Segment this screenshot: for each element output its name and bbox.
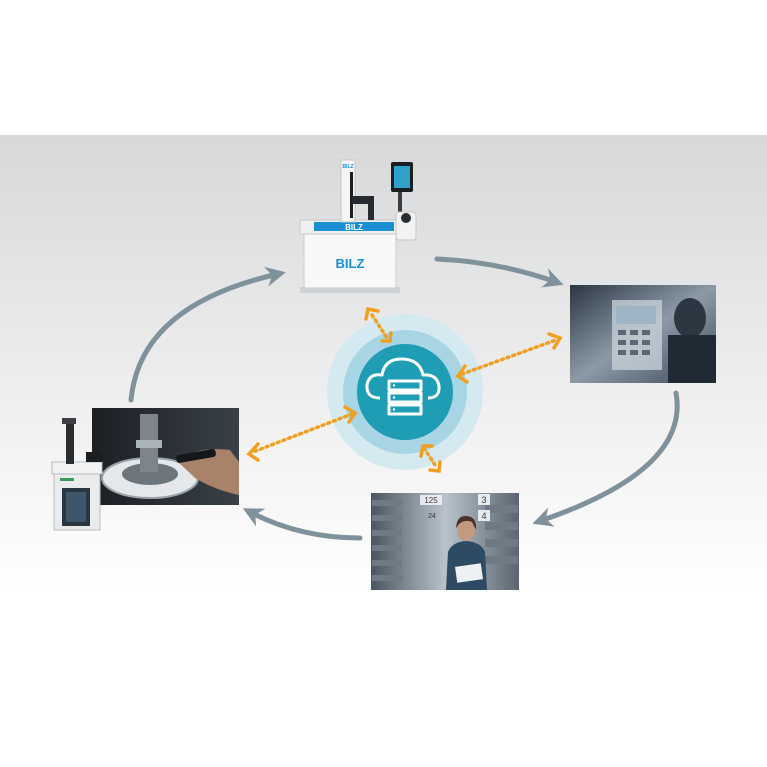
machine-monitor-arm	[398, 188, 402, 216]
machine-blue-stripe	[314, 222, 394, 231]
machine-brand-label: BILZ	[336, 256, 365, 271]
worker-hair	[456, 515, 477, 530]
machine-column-slot	[350, 172, 353, 218]
presetter-column	[66, 418, 74, 464]
storage-bin-number-125: 125	[424, 496, 438, 505]
storage-bin-tag-3	[478, 494, 490, 505]
cloud-hub	[327, 314, 483, 470]
cnc-panel-keys	[618, 330, 650, 355]
presetter-top	[51, 461, 103, 475]
worker-head	[457, 519, 475, 541]
worker-document	[455, 563, 483, 583]
flow-arrow-top-right	[434, 256, 564, 288]
data-arrow-shop-floor	[455, 332, 563, 384]
process-flow-arrows	[128, 256, 680, 541]
presetter-green-label	[60, 478, 74, 481]
data-exchange-arrows	[246, 306, 563, 473]
machine-side-holder	[395, 211, 417, 241]
shop-floor-photo	[570, 285, 716, 383]
machine-side-holder-tool	[401, 213, 411, 223]
tool-storage-photo: 125 3 4 24	[371, 493, 519, 590]
cnc-screen	[616, 306, 656, 324]
storage-bin-number-24: 24	[428, 513, 436, 520]
presetter-window-glow	[66, 492, 86, 522]
machine-stripe-label: BILZ	[345, 223, 363, 232]
storage-bin-tag-4	[478, 510, 490, 521]
flow-arrow-bottom-left	[242, 508, 363, 541]
data-arrow-machine	[364, 306, 393, 343]
data-arrow-presetter	[246, 405, 358, 462]
operator-body	[668, 335, 716, 383]
operator-silhouette	[674, 298, 706, 338]
spindle-collar	[136, 440, 162, 448]
storage-shelves	[372, 500, 518, 581]
machine-measuring-head	[352, 196, 374, 204]
data-arrow-storage	[419, 444, 442, 473]
presetter-column-head	[62, 418, 76, 424]
storage-bin-number-3: 3	[481, 495, 486, 505]
flow-arrow-left-up	[128, 266, 286, 403]
storage-bin-number-4: 4	[481, 511, 486, 521]
spindle-ring-inner	[122, 463, 178, 485]
presetter-monitor	[86, 452, 102, 462]
machine-monitor-screen	[394, 166, 410, 188]
storage-bin-tag-125	[420, 495, 442, 505]
machine-shadow-floor	[300, 287, 400, 293]
flow-arrow-right-down	[532, 390, 680, 527]
cloud-server-icon	[365, 357, 441, 416]
tool-presetter-station	[51, 408, 239, 531]
hand-tool	[176, 449, 216, 463]
machine-column-label: BILZ	[342, 164, 353, 170]
tool-presetting-machine: BILZ BILZ BILZ	[299, 159, 417, 293]
machine-spindle	[368, 200, 374, 220]
